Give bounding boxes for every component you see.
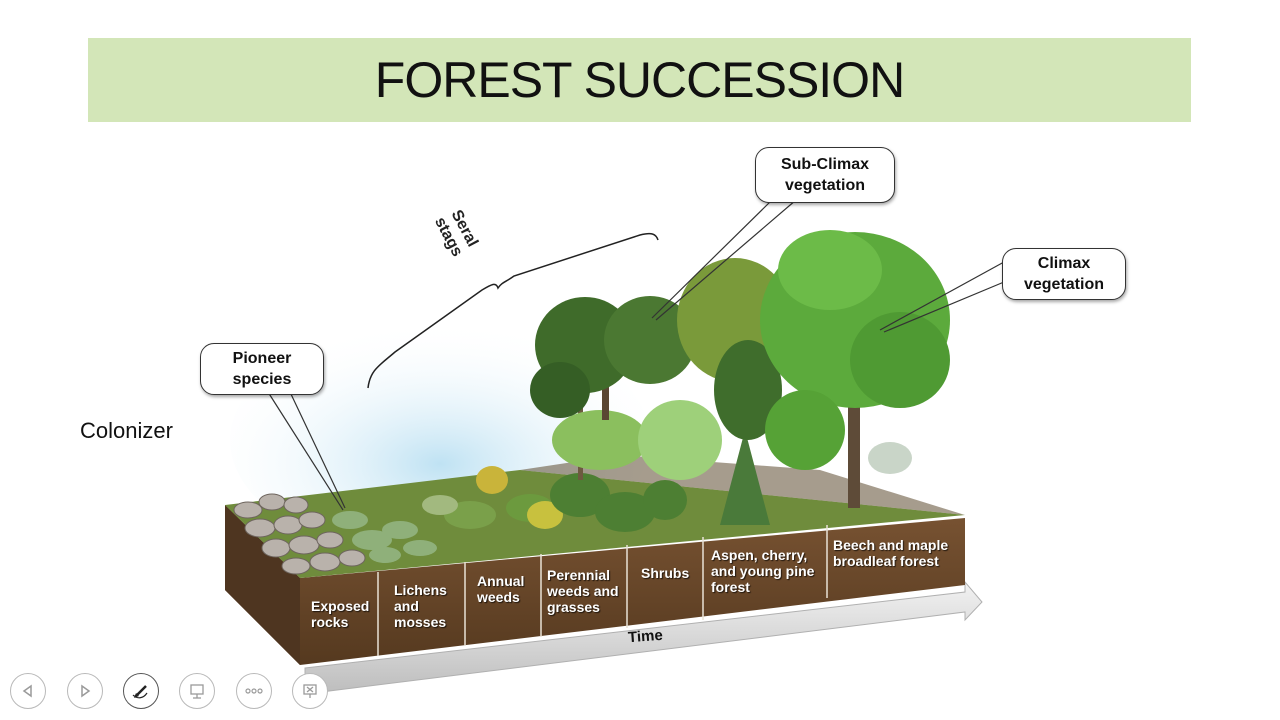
stage-line: mosses [394,614,447,630]
young-forest [552,400,770,525]
slide-view-icon [190,684,204,699]
exposed-rocks [233,493,366,575]
stage-line: grasses [547,599,600,615]
callout-leaders [267,199,1005,511]
stage-line: and [394,598,419,614]
pen-icon [132,685,148,699]
climax-trees [760,230,950,508]
stage-line: weeds and [547,583,619,599]
title-band: FOREST SUCCESSION [88,38,1191,122]
colonizer-label: Colonizer [80,418,173,443]
time-arrow [304,580,983,695]
stage-line: forest [711,579,750,595]
callout-line: Pioneer [232,350,292,367]
stage-line: Lichens [394,582,447,598]
end-show-button[interactable] [292,673,328,709]
sub-climax-trees [530,258,793,440]
stage-line: Shrubs [641,565,690,581]
time-label: Time [627,626,664,647]
stage-line: Exposed [311,598,370,614]
soil-side [225,505,300,665]
stage-dividers [377,525,828,656]
shrubs [550,473,687,532]
callout-line: species [232,371,292,388]
next-icon [81,684,91,698]
climax-callout: Climax vegetation [1002,248,1126,300]
stage-exposed-rocks: Exposed rocks [311,598,369,630]
slide-title: FOREST SUCCESSION [374,52,905,108]
sub-climax-callout: Sub-Climax vegetation [755,147,895,203]
end-show-icon [303,684,317,698]
stage-perennial-weeds: Perennial weeds and grasses [547,567,619,615]
more-options-button[interactable] [236,673,272,709]
stage-line: broadleaf forest [833,553,939,569]
soil-block [225,505,965,665]
stage-line: weeds [477,589,520,605]
stage-lichens-mosses: Lichens and mosses [394,582,447,630]
next-slide-button[interactable] [67,673,103,709]
stage-line: Perennial [547,567,611,583]
stage-annual-weeds: Annual weeds [477,573,524,605]
stage-line: and young pine [711,563,815,579]
stage-beech-maple: Beech and maple broadleaf forest [833,537,948,569]
pioneer-species-callout: Pioneer species [200,343,324,395]
previous-icon [22,684,32,698]
callout-line: Climax [1037,255,1091,272]
stage-line: rocks [311,614,349,630]
callout-line: vegetation [1023,276,1104,293]
more-icon [245,688,263,694]
stage-shrubs: Shrubs [641,565,689,581]
seral-bracket [367,232,659,389]
callout-line: vegetation [784,177,865,194]
callout-line: Sub-Climax [780,156,869,173]
lichens [332,511,437,563]
stage-line: Annual [477,573,525,589]
pen-tool-button[interactable] [123,673,159,709]
stage-aspen-cherry-pine: Aspen, cherry, and young pine forest [711,547,814,595]
stage-line: Aspen, cherry, [711,547,808,563]
weeds [422,466,563,529]
stage-line: Beech and maple [833,537,949,553]
previous-slide-button[interactable] [10,673,46,709]
slide-view-button[interactable] [179,673,215,709]
